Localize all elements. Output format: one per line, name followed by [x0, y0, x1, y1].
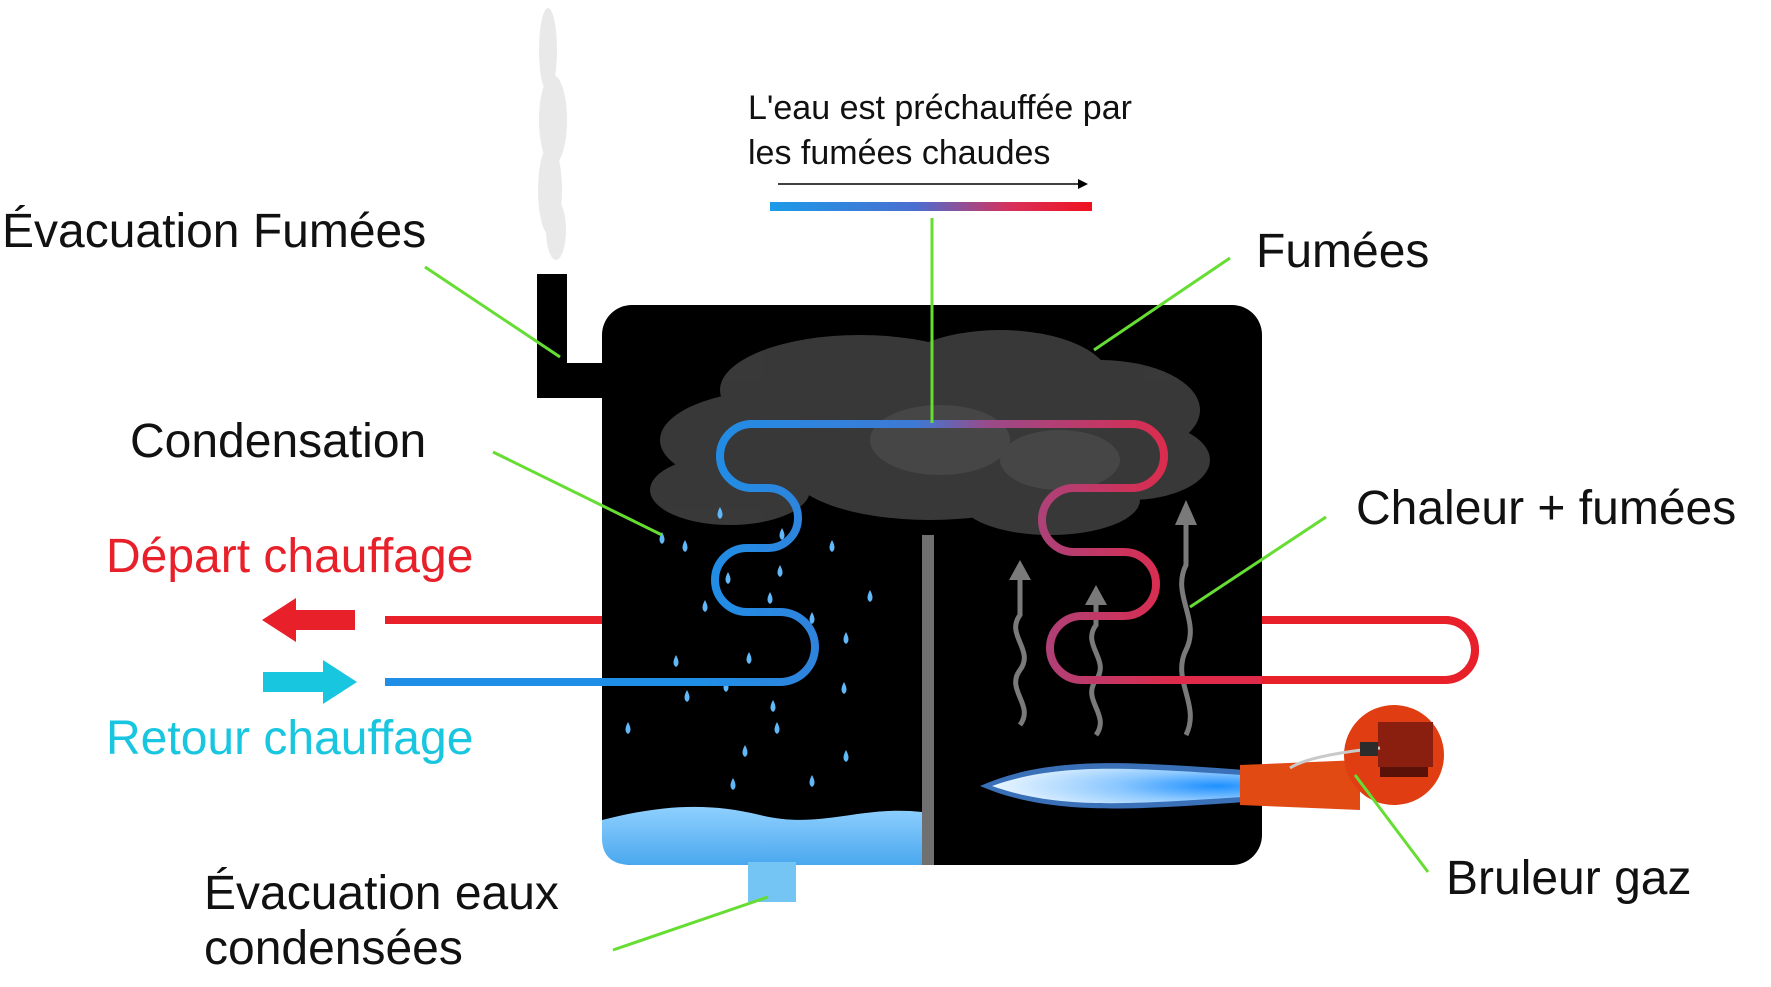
- label-chaleur-fumees: Chaleur + fumées: [1356, 482, 1737, 535]
- label-evacuation-fumees: Évacuation Fumées: [2, 205, 427, 258]
- label-prechauffe-line2: les fumées chaudes: [748, 134, 1051, 172]
- heat-exchanger-coil: [385, 420, 1479, 686]
- label-prechauffe-line1: L'eau est préchauffée par: [748, 89, 1132, 127]
- retour-arrow-icon: [263, 660, 357, 704]
- depart-arrow-icon: [262, 598, 355, 642]
- gas-burner: [1240, 705, 1444, 810]
- label-retour-chauffage: Retour chauffage: [106, 712, 474, 765]
- condensate-water: [602, 806, 922, 865]
- partition-wall: [922, 535, 934, 865]
- condensate-drain: [748, 862, 796, 902]
- label-bruleur-gaz: Bruleur gaz: [1446, 852, 1692, 905]
- chimney-pipe: [537, 274, 604, 398]
- preheat-arrow-icon: [778, 179, 1088, 189]
- label-evacuation-eaux-line2: condensées: [204, 922, 463, 975]
- label-condensation: Condensation: [130, 415, 427, 468]
- label-fumees: Fumées: [1256, 225, 1430, 278]
- chimney-smoke: [538, 8, 567, 260]
- external-return-loop: [1262, 616, 1479, 684]
- label-evacuation-eaux-line1: Évacuation eaux: [204, 867, 559, 920]
- leader-lines: [424, 218, 1430, 952]
- label-depart-chauffage: Départ chauffage: [106, 530, 474, 583]
- preheat-gradient-bar: [770, 202, 1092, 211]
